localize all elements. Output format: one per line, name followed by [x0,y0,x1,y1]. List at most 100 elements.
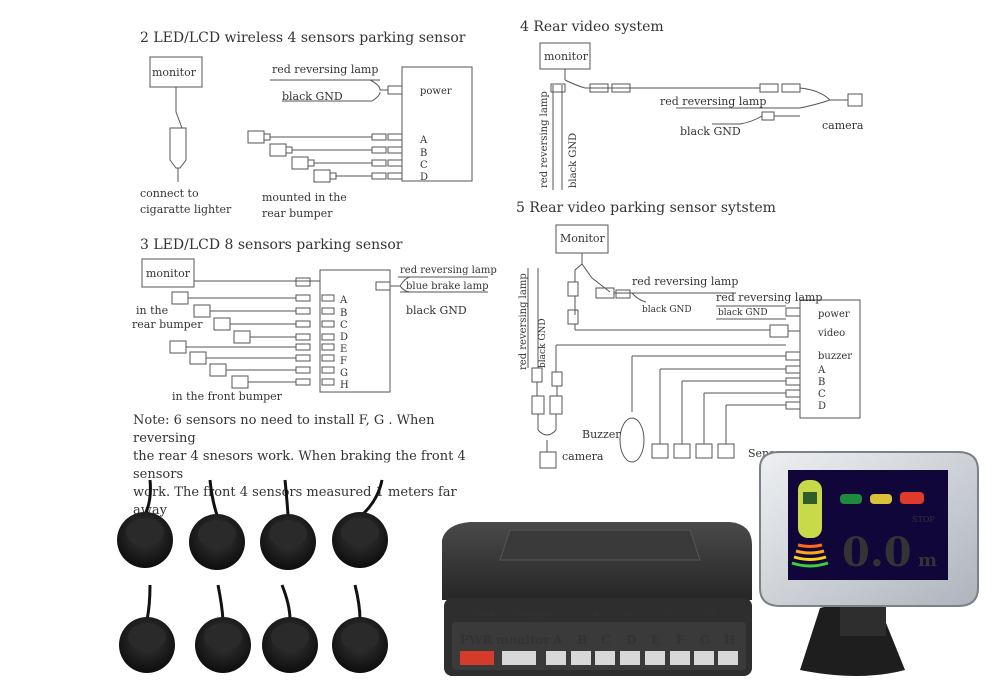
distance-unit: m [918,550,937,571]
obstacle-car-yellow-icon [870,494,892,504]
s5-camera-label: camera [562,450,604,463]
port-d [620,651,640,665]
s3-port-b: B [340,308,347,319]
distance-bars-icon [791,543,829,568]
port-label-a: A [552,633,563,647]
s3-port-f: F [340,356,347,367]
monitor-port [502,651,536,665]
box-top-label-d: D [708,611,715,621]
car-icon [798,480,822,538]
s2-power-label: power [420,86,452,97]
s3-front-label: in the front bumper [172,390,283,403]
box-top-label-b: B [624,611,631,621]
s2-control-box [401,66,473,182]
s3-rear-line1: in the [136,304,168,317]
s2-lighter-line2: cigaratte lighter [140,203,232,216]
s5-sensor-b [673,443,691,459]
s3-port-c: C [340,320,348,331]
s5-port-c: C [818,389,826,400]
s5-red-label-2: red reversing lamp [716,291,822,304]
s3-port-a: A [339,295,348,306]
s3-title: 3 LED/LCD 8 sensors parking sensor [140,237,403,253]
obstacle-car-green-icon [840,494,862,504]
pwr-port [460,651,494,665]
s5-port-a: A [817,365,826,376]
distance-readout: 0.0 [842,529,912,576]
s2-title: 2 LED/LCD wireless 4 sensors parking sen… [140,30,466,46]
port-c [595,651,615,665]
s4-camera-icon [847,93,863,107]
sensor-row-top [117,479,388,570]
box-top-label-c: C [665,611,672,621]
sensor-6 [195,584,251,673]
control-box: PWR monitor A B C D PWR monitor A B C D … [442,522,752,676]
port-b [571,651,591,665]
port-label-h: H [724,633,735,647]
s2-black-label: black GND [282,90,343,103]
s5-black-label-2: black GND [718,308,768,318]
s2-port-b: B [420,148,427,159]
s4-title: 4 Rear video system [520,19,664,35]
s5-port-b: B [818,377,825,388]
sensor-2 [189,479,245,570]
s5-red-label-1: red reversing lamp [632,275,738,288]
box-top-label-a: A [591,611,599,621]
port-label-g: G [700,633,710,647]
note-line1: Note: 6 sensors no need to install F, G … [133,413,435,446]
s5-port-power: power [818,309,850,320]
s2-monitor-label: monitor [152,66,197,79]
s5-sensor-a [651,443,669,459]
port-label-c: C [601,633,611,647]
port-a [546,651,566,665]
s5-vertical-black: black GND [538,318,548,368]
s4-red-label: red reversing lamp [660,95,766,108]
box-top-label-monitor: monitor [518,611,555,621]
s5-port-video: video [817,328,845,339]
buzzer-icon [619,417,645,463]
port-label-pwr: PWR [460,633,494,647]
s3-monitor-box [141,258,195,288]
s5-camera-icon [539,451,557,469]
s4-black-label: black GND [680,125,741,138]
port-label-b: B [577,633,587,647]
s5-port-buzzer: buzzer [818,351,852,362]
s5-monitor-label: Monitor [560,232,606,245]
sensor-4 [332,479,388,568]
s3-red-label: red reversing lamp [400,265,497,276]
s3-port-g: G [340,368,348,379]
s2-port-c: C [420,160,428,171]
s2-port-a: A [419,135,428,146]
note-line2: the rear 4 snesors work. When braking th… [133,449,466,482]
s4-monitor-label: monitor [544,50,589,63]
port-e [645,651,665,665]
sensor-row-bottom [119,584,388,673]
s3-port-h: H [340,380,349,391]
s5-vertical-red: red reversing lamp [518,273,529,370]
s3-port-d: D [340,332,348,343]
s2-lighter-line1: connect to [140,187,199,200]
s2-red-label: red reversing lamp [272,63,378,76]
port-f [670,651,690,665]
s5-buzzer-label: Buzzer [582,428,621,441]
s4-vertical-black: black GND [568,133,579,188]
s5-sensor-c [695,443,713,459]
sensor-8 [332,584,388,673]
s2-mounted-line2: rear bumper [262,207,333,220]
s5-black-label-1: black GND [642,305,692,315]
cigarette-lighter-plug-icon [169,127,187,169]
s2-mounted-line1: mounted in the [262,191,347,204]
port-g [694,651,714,665]
display-monitor: STOP 0.0 m [759,451,979,676]
port-label-monitor: monitor [496,633,551,647]
s5-port-d: D [818,401,826,412]
sensor-7 [262,584,318,673]
s3-control-box [319,269,391,393]
port-label-f: F [676,633,685,647]
port-label-d: D [626,633,636,647]
sensor-3 [260,479,316,570]
s3-blue-label: blue brake lamp [406,281,488,292]
s3-monitor-label: monitor [146,267,191,280]
s3-black-label: black GND [406,304,467,317]
